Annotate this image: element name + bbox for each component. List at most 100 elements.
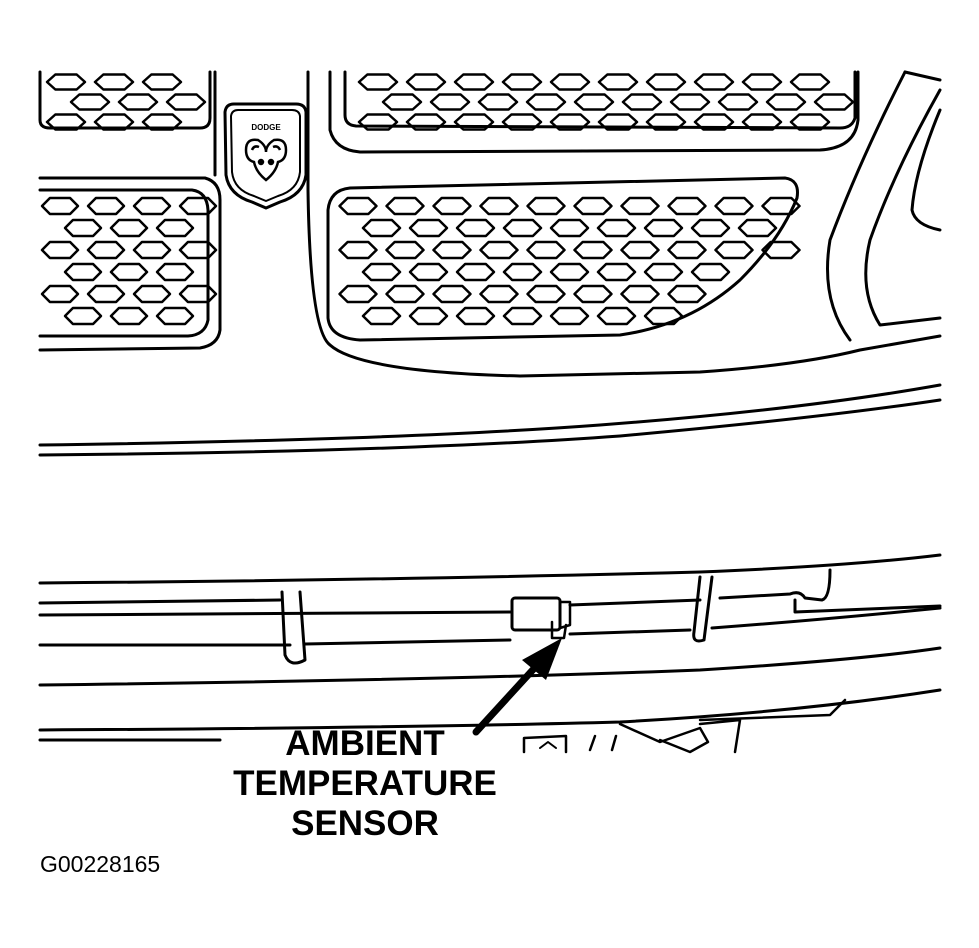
grille-cell — [141, 113, 183, 131]
grille-surround-outer — [38, 176, 222, 352]
grille-cell — [549, 262, 590, 282]
callout-line-1: AMBIENT — [285, 724, 445, 763]
fender-contour-1 — [826, 70, 907, 342]
grille-cell — [338, 196, 378, 216]
grille-cell — [178, 284, 218, 304]
upper-left-grille-frame — [38, 70, 212, 130]
grille-cell — [381, 93, 423, 111]
bracket-left — [280, 590, 307, 665]
grille-cell — [645, 73, 687, 91]
grille-cell — [761, 240, 801, 260]
fascia-line-1 — [38, 383, 942, 447]
grille-cell — [408, 218, 449, 238]
grille-cell — [63, 262, 103, 282]
grille-cell — [479, 284, 519, 304]
grille-cell — [479, 240, 519, 260]
bumper-line-top — [38, 553, 942, 585]
grille-cell — [429, 93, 471, 111]
grille-cell — [620, 240, 660, 260]
grille-cell — [45, 73, 87, 91]
grille-cell — [643, 262, 684, 282]
grille-cell — [717, 93, 759, 111]
sensor-mount — [550, 600, 572, 640]
grille-cell — [667, 284, 707, 304]
grille-cell — [93, 73, 135, 91]
grille-cell — [714, 196, 754, 216]
grille-cell — [643, 306, 684, 326]
grille-cell — [432, 240, 472, 260]
grille-cell — [86, 196, 126, 216]
grille-cell — [455, 218, 496, 238]
grille-cell — [669, 93, 711, 111]
grille-cell — [455, 262, 496, 282]
grille-cell — [737, 218, 778, 238]
grille-cell — [502, 262, 543, 282]
lower-right-grille-mesh — [338, 196, 801, 326]
bumper-line-mid-1 — [38, 598, 282, 605]
grille-cell — [549, 113, 591, 131]
grille-cell — [690, 218, 731, 238]
grille-cell — [453, 73, 495, 91]
grille-surround-center — [306, 70, 942, 378]
grille-cell — [693, 113, 735, 131]
grille-cell — [361, 306, 402, 326]
grille-cell — [178, 196, 218, 216]
grille-cell — [526, 196, 566, 216]
grille-cell — [789, 113, 831, 131]
grille-cell — [385, 284, 425, 304]
badge-shield-inner — [230, 109, 301, 202]
lower-right-grille-frame — [326, 176, 799, 342]
upper-right-grille-mesh — [357, 73, 855, 131]
grille-cell — [155, 306, 195, 326]
grille-cell — [361, 218, 402, 238]
under-component-2 — [539, 741, 557, 749]
grille-cell — [455, 306, 496, 326]
grille-cell — [338, 284, 378, 304]
grille-cell — [357, 73, 399, 91]
grille-cell — [109, 218, 149, 238]
grille-cell — [155, 218, 195, 238]
grille-cell — [385, 240, 425, 260]
fender-contour-2 — [864, 88, 942, 327]
bumper-line-mid-2 — [38, 610, 512, 617]
bumper-upper-step — [568, 568, 832, 607]
grille-cell — [714, 240, 754, 260]
grille-cell — [597, 73, 639, 91]
grille-cell — [361, 262, 402, 282]
grille-cell — [432, 196, 472, 216]
grille-cell — [165, 93, 207, 111]
under-component-1 — [522, 734, 568, 754]
grille-cell — [385, 196, 425, 216]
grille-cell — [573, 284, 613, 304]
bumper-line-mid-3 — [38, 606, 942, 647]
under-component-3 — [588, 734, 618, 752]
grille-cell — [453, 113, 495, 131]
lower-left-grille-frame — [38, 188, 210, 338]
grille-cell — [526, 240, 566, 260]
grille-cell — [109, 306, 149, 326]
grille-cell — [573, 93, 615, 111]
ram-head-logo-icon — [244, 138, 288, 182]
grille-cell — [132, 284, 172, 304]
grille-cell — [45, 113, 87, 131]
callout-line-2: TEMPERATURE — [233, 764, 497, 803]
grille-cell — [178, 240, 218, 260]
callout-line-3: SENSOR — [291, 804, 439, 843]
under-component-4 — [618, 698, 847, 754]
grille-cell — [667, 196, 707, 216]
grille-cell — [813, 93, 855, 111]
grille-cell — [525, 93, 567, 111]
callout-label: AMBIENT TEMPERATURE SENSOR — [200, 724, 530, 844]
grille-cell — [596, 262, 637, 282]
callout-arrow-icon — [472, 638, 562, 736]
grille-cell — [645, 113, 687, 131]
grille-cell — [405, 113, 447, 131]
grille-cell — [620, 196, 660, 216]
grille-cell — [63, 306, 103, 326]
grille-cell — [408, 306, 449, 326]
badge-shield — [223, 102, 308, 210]
grille-cell — [432, 284, 472, 304]
grille-cell — [690, 262, 731, 282]
ambient-temperature-sensor — [510, 596, 562, 632]
grille-cell — [620, 284, 660, 304]
